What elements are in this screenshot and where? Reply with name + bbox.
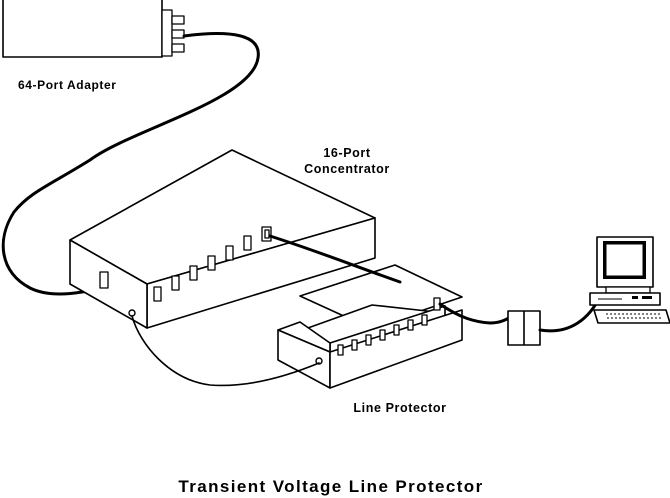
protector-port: [351, 339, 358, 351]
protector-port: [365, 334, 372, 346]
line-protector: [277, 264, 463, 389]
protector-port: [407, 319, 414, 331]
protector-port: [337, 344, 344, 356]
cable-connector: [507, 310, 541, 346]
adapter-label: 64-Port Adapter: [18, 78, 117, 92]
protector-port: [393, 324, 400, 336]
concentrator-port: [171, 275, 180, 291]
concentrator-port: [243, 235, 252, 251]
computer-workstation: [589, 236, 670, 324]
diagram-caption: Transient Voltage Line Protector: [178, 477, 483, 496]
concentrator-port-plugged: [264, 229, 270, 239]
concentrator-port: [153, 286, 162, 302]
concentrator-port: [189, 265, 198, 281]
concentrator-label-line2: Concentrator: [304, 162, 390, 176]
ground-wire: [131, 315, 320, 387]
concentrator-ports: [153, 226, 272, 302]
concentrator-label-line1: 16-Port: [323, 146, 371, 160]
protector-label: Line Protector: [353, 401, 446, 415]
protector-port: [379, 329, 386, 341]
concentrator-to-protector-cable: [268, 234, 402, 284]
protector-to-connector-cable: [438, 302, 511, 325]
concentrator-port: [207, 255, 216, 271]
concentrator-port: [225, 245, 234, 261]
adapter-64-port: [2, 0, 185, 58]
protector-port: [421, 314, 428, 326]
keyboard: [593, 309, 670, 324]
adapter-to-concentrator-cable: [1, 32, 260, 296]
protector-ports: [337, 297, 441, 356]
concentrator-16-port: [69, 149, 376, 329]
